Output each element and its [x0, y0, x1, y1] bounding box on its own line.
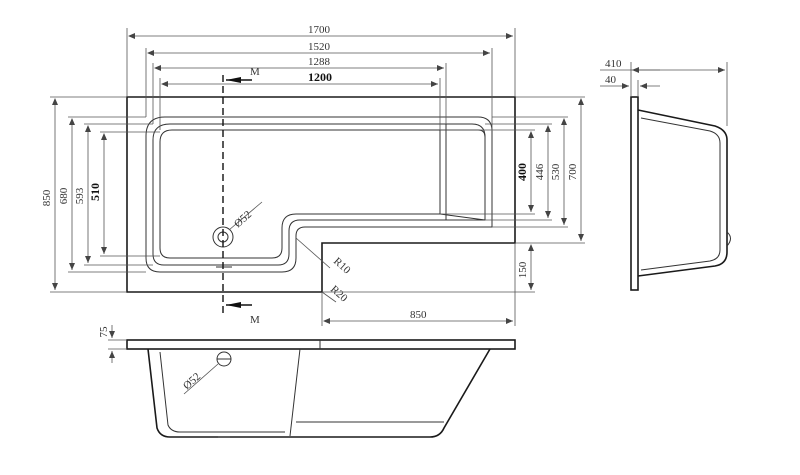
dim-1288: 1288	[308, 56, 331, 68]
dim-150: 150	[517, 261, 529, 278]
dim-1700: 1700	[308, 24, 331, 36]
plan-seat-area	[439, 129, 486, 221]
bottom-dimension: 850	[321, 243, 516, 326]
dim-446: 446	[534, 163, 546, 180]
waste-diameter-side: Ø52	[181, 371, 203, 393]
radius-r10-label: R10	[331, 255, 353, 277]
dim-680: 680	[58, 187, 70, 204]
front-waste-leader	[183, 363, 219, 395]
end-inner-line	[640, 117, 721, 271]
dim-1520: 1520	[308, 41, 331, 53]
radius-r20-label: R20	[328, 283, 350, 305]
radius-r10-leader	[295, 237, 331, 269]
dim-530: 530	[550, 163, 562, 180]
plan-view: M M Ø52 R10 R20	[126, 66, 516, 326]
dim-850-left: 850	[41, 189, 53, 206]
dim-410: 410	[605, 58, 622, 70]
dim-1200: 1200	[308, 70, 332, 84]
top-dimensions: 1700 1520 1288 1200	[126, 24, 516, 131]
dim-850-bottom: 850	[410, 309, 427, 321]
end-rim	[630, 96, 639, 291]
end-body	[637, 109, 728, 277]
plan-outer-rim	[126, 96, 516, 293]
plan-basin-inner-line	[152, 123, 486, 266]
waste-leader	[228, 201, 263, 231]
end-foot	[726, 231, 731, 247]
dim-593: 593	[74, 187, 86, 204]
front-body	[147, 348, 491, 438]
dim-75: 75	[98, 326, 110, 338]
dim-400: 400	[515, 163, 529, 181]
plan-basin-floor	[159, 129, 441, 259]
dim-700: 700	[567, 163, 579, 180]
section-label-bottom: M	[250, 314, 260, 326]
front-elevation: Ø52 75	[98, 325, 516, 438]
dim-510: 510	[88, 183, 102, 201]
front-inner-line	[159, 351, 285, 433]
left-dimensions: 850 680 593 510	[41, 96, 160, 293]
dim-40: 40	[605, 74, 617, 86]
right-dimensions: 400 446 530 700 150	[322, 96, 585, 293]
section-label-top: M	[250, 66, 260, 78]
end-elevation: 410 40	[600, 58, 731, 291]
front-rim	[126, 339, 516, 350]
front-step-line	[289, 348, 301, 437]
radius-r20-leader	[321, 291, 337, 303]
